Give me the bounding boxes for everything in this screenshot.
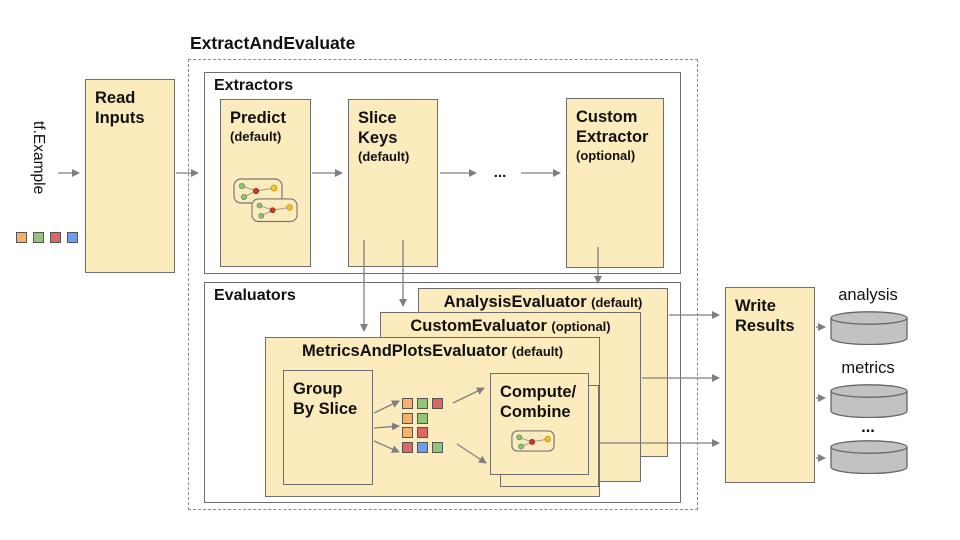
extractors-ellipsis: ... xyxy=(493,164,507,181)
slice-grid-row xyxy=(402,398,443,409)
metrics-output-label: metrics xyxy=(841,359,895,377)
read-inputs-box: Read Inputs xyxy=(85,79,175,273)
database-cylinder-icon xyxy=(830,384,908,418)
orange-square-icon xyxy=(402,412,413,424)
analysis-evaluator-qualifier: (default) xyxy=(591,295,643,310)
red-square-icon xyxy=(50,232,61,243)
group-by-slice-box: Group By Slice xyxy=(283,370,373,485)
slice-grid-row xyxy=(402,412,443,424)
green-square-icon xyxy=(417,398,428,409)
custom-extractor-qualifier: (optional) xyxy=(576,148,636,164)
more-outputs-label: ... xyxy=(861,418,875,436)
red-square-icon xyxy=(432,398,443,409)
database-cylinder-icon xyxy=(830,311,908,345)
green-square-icon xyxy=(417,412,428,424)
write-results-box: Write Results xyxy=(725,287,815,483)
extractors-label: Extractors xyxy=(214,77,294,94)
custom-evaluator-name: CustomEvaluator xyxy=(410,317,547,335)
compute-combine-title: Compute/ Combine xyxy=(500,383,577,422)
metrics-and-plots-evaluator-qualifier: (default) xyxy=(511,344,564,359)
red-square-icon xyxy=(402,441,413,453)
orange-square-icon xyxy=(402,398,413,409)
analysis-output-label: analysis xyxy=(838,286,898,304)
extract-and-evaluate-boundary xyxy=(188,59,698,510)
tf-example-squares xyxy=(16,232,78,243)
metrics-and-plots-evaluator-name: MetricsAndPlotsEvaluator xyxy=(301,342,508,360)
custom-evaluator-qualifier: (optional) xyxy=(551,319,611,334)
read-inputs-title: Read Inputs xyxy=(95,89,145,128)
custom-extractor-box: Custom Extractor (optional) xyxy=(566,98,664,268)
blue-square-icon xyxy=(67,232,78,243)
sliced-data-squares xyxy=(402,398,443,456)
slice-keys-extractor-box: Slice Keys (default) xyxy=(348,99,438,267)
blue-square-icon xyxy=(417,441,428,453)
orange-square-icon xyxy=(402,427,413,439)
orange-square-icon xyxy=(16,232,27,243)
green-square-icon xyxy=(33,232,44,243)
evaluators-label: Evaluators xyxy=(214,287,296,304)
slice-keys-title: Slice Keys xyxy=(358,109,398,148)
red-square-icon xyxy=(417,427,428,439)
diagram-title: ExtractAndEvaluate xyxy=(190,33,356,53)
custom-extractor-title: Custom Extractor xyxy=(576,108,649,147)
slice-grid-row xyxy=(402,427,443,439)
predict-title: Predict xyxy=(230,109,286,127)
database-cylinder-icon xyxy=(830,440,908,474)
model-graph-icon xyxy=(233,178,298,223)
predict-qualifier: (default) xyxy=(230,129,282,145)
compute-combine-box: Compute/ Combine xyxy=(490,373,589,475)
write-results-title: Write Results xyxy=(735,297,795,336)
slice-keys-qualifier: (default) xyxy=(358,149,410,165)
analysis-evaluator-name: AnalysisEvaluator xyxy=(443,293,587,311)
model-graph-icon xyxy=(511,430,555,452)
tf-example-label: tf.Example xyxy=(30,121,47,195)
slice-grid-row xyxy=(402,441,443,453)
green-square-icon xyxy=(432,441,443,453)
group-by-slice-title: Group By Slice xyxy=(293,380,358,419)
